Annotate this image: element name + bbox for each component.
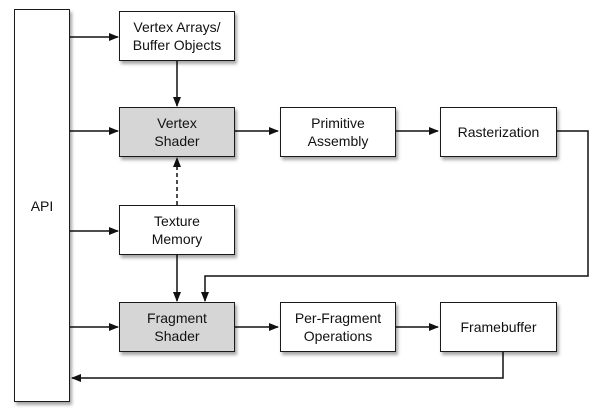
per-fragment-operations-node: Per-Fragment Operations — [280, 302, 396, 352]
fragment-shader-node: Fragment Shader — [119, 302, 235, 352]
per-fragment-operations-label: Per-Fragment Operations — [294, 310, 382, 344]
texture-memory-node: Texture Memory — [119, 205, 235, 255]
vertex-shader-node: Vertex Shader — [119, 107, 235, 157]
framebuffer-node: Framebuffer — [440, 302, 557, 352]
edge-framebuffer-to-api — [71, 352, 504, 382]
vertex-arrays-label: Vertex Arrays/ Buffer Objects — [132, 19, 222, 53]
api-label: API — [30, 197, 54, 214]
vertex-arrays-node: Vertex Arrays/ Buffer Objects — [119, 11, 235, 61]
primitive-assembly-node: Primitive Assembly — [280, 107, 396, 157]
api-node: API — [14, 9, 70, 402]
edge-rasterization-to-fragment-shader — [201, 130, 589, 302]
framebuffer-label: Framebuffer — [460, 319, 537, 335]
rasterization-label: Rasterization — [457, 124, 540, 140]
texture-memory-label: Texture Memory — [151, 213, 203, 247]
primitive-assembly-label: Primitive Assembly — [307, 115, 369, 149]
vertex-shader-label: Vertex Shader — [154, 115, 200, 149]
rasterization-node: Rasterization — [440, 107, 557, 157]
fragment-shader-label: Fragment Shader — [147, 310, 207, 344]
